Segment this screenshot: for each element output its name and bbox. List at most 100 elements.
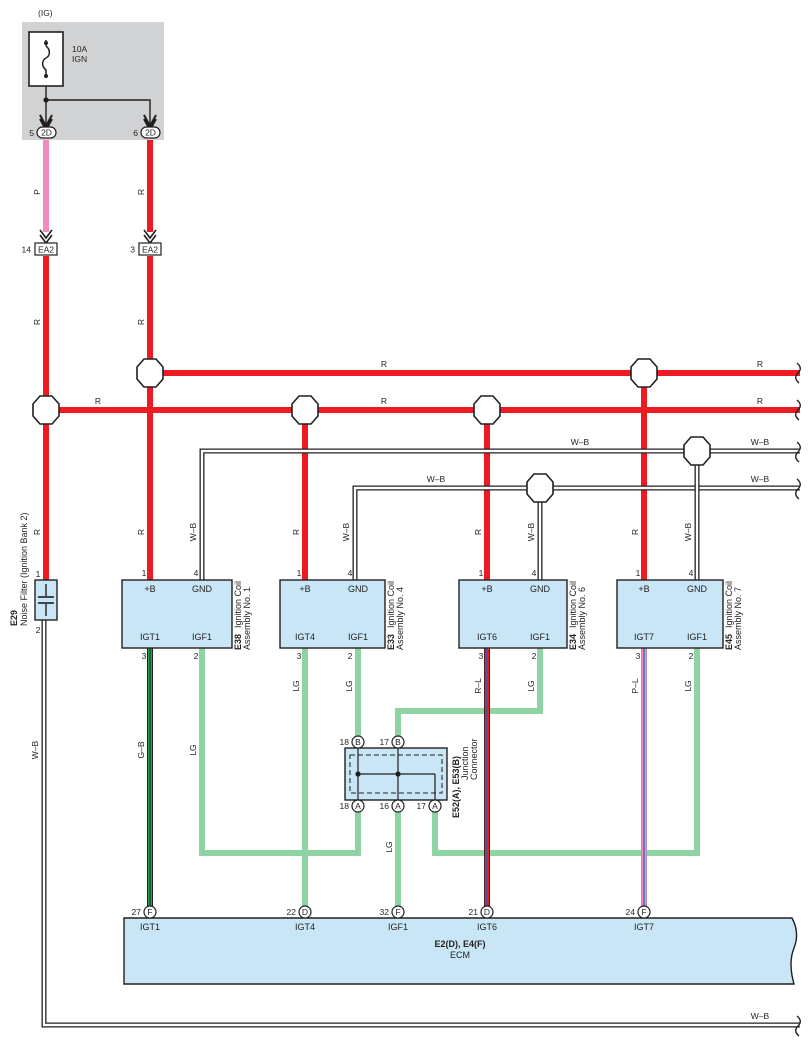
svg-text:Ignition Coil: Ignition Coil	[724, 581, 734, 628]
wire-break-marks	[795, 362, 801, 1037]
wire-r-label: R	[630, 529, 640, 535]
svg-text:IGF1: IGF1	[192, 632, 212, 642]
connector-ea2-a	[34, 242, 58, 256]
svg-text:IGF1: IGF1	[348, 632, 368, 642]
svg-text:E52(A), E53(B): E52(A), E53(B)	[451, 756, 461, 818]
fuse-name-label: IGN	[72, 54, 87, 64]
wire-r-label: R	[381, 359, 387, 369]
wire-r-label: R	[757, 359, 763, 369]
wire-r-label: R	[32, 319, 42, 325]
connector-ea2-a-code: EA2	[38, 245, 54, 255]
svg-text:2: 2	[348, 651, 353, 661]
ignition-coil-e33: +B GND IGT4 IGF1 1 4 3 2 E33 Ignition Co…	[279, 568, 405, 661]
svg-text:17: 17	[380, 737, 390, 747]
wire-wb-label: W–B	[427, 474, 446, 484]
svg-text:3: 3	[142, 651, 147, 661]
svg-text:GND: GND	[192, 584, 213, 594]
ecm-block: E2(D), E4(F) ECM F 27 IGT1 D 22 IGT4 F 3…	[123, 905, 798, 985]
svg-text:A: A	[395, 801, 401, 811]
svg-text:IGT7: IGT7	[634, 632, 654, 642]
svg-text:Junction: Junction	[460, 746, 470, 780]
svg-text:GND: GND	[687, 584, 708, 594]
svg-text:22: 22	[287, 907, 297, 917]
wire-lg-label: LG	[344, 680, 354, 691]
fuse-terminal-top	[44, 41, 48, 45]
svg-text:Ignition Coil: Ignition Coil	[233, 581, 243, 628]
wire-r-label: R	[136, 319, 146, 325]
svg-text:1: 1	[636, 568, 641, 578]
wire-pl-label: P–L	[630, 678, 640, 693]
svg-text:GND: GND	[530, 584, 551, 594]
wire-r-label: R	[95, 396, 101, 406]
svg-text:1: 1	[142, 568, 147, 578]
svg-text:D: D	[484, 907, 490, 917]
wire-lg-label: LG	[291, 680, 301, 691]
wire-p-label: P	[32, 189, 42, 195]
svg-text:IGT6: IGT6	[477, 922, 497, 932]
svg-text:27: 27	[132, 907, 142, 917]
power-source-label: (IG)	[38, 8, 53, 18]
svg-text:16: 16	[380, 801, 390, 811]
wire-r-label: R	[381, 396, 387, 406]
junction-connector: B 18 B 17 A 18 A 16 A 17 E52(A), E53(B) …	[340, 735, 479, 818]
svg-text:1: 1	[297, 568, 302, 578]
svg-text:B: B	[395, 737, 401, 747]
svg-text:IGT6: IGT6	[477, 632, 497, 642]
connector-2d-a	[36, 126, 57, 139]
wire-lg-label: LG	[526, 680, 536, 691]
connector-ea2-b	[138, 242, 162, 256]
svg-text:+B: +B	[299, 584, 310, 594]
svg-text:E34: E34	[568, 634, 578, 650]
ignition-coil-e34: +B GND IGT6 IGF1 1 4 3 2 E34 Ignition Co…	[458, 568, 587, 661]
wire-wb-label: W–B	[188, 522, 198, 541]
svg-text:E38: E38	[233, 634, 243, 650]
wire-wb-group	[41, 448, 800, 1028]
svg-text:IGF1: IGF1	[530, 632, 550, 642]
svg-text:Ignition Coil: Ignition Coil	[386, 581, 396, 628]
svg-text:Assembly No. 4: Assembly No. 4	[395, 587, 405, 650]
noise-filter-pin1: 1	[36, 569, 41, 579]
wire-lg-label: LG	[384, 841, 394, 852]
wire-r-label: R	[291, 529, 301, 535]
fuse-branch-wire	[46, 99, 151, 124]
svg-text:3: 3	[479, 651, 484, 661]
svg-text:18: 18	[340, 737, 350, 747]
connector-2d-a-code: 2D	[41, 128, 52, 138]
svg-text:Assembly No. 6: Assembly No. 6	[577, 587, 587, 650]
svg-text:+B: +B	[144, 584, 155, 594]
wire-r-label: R	[32, 529, 42, 535]
wire-gb-label: G–B	[136, 741, 146, 758]
wire-wb-label: W–B	[30, 740, 40, 759]
svg-text:+B: +B	[481, 584, 492, 594]
wire-wb-label: W–B	[751, 437, 770, 447]
wire-wb-label: W–B	[751, 474, 770, 484]
fuse-terminal-bottom	[44, 74, 48, 78]
svg-text:IGT1: IGT1	[140, 632, 160, 642]
svg-text:Connector: Connector	[469, 738, 479, 780]
svg-text:F: F	[147, 907, 152, 917]
noise-filter-name: Noise Filter (Ignition Bank 2)	[19, 512, 29, 626]
wire-lg-label: LG	[683, 680, 693, 691]
svg-text:E33: E33	[386, 634, 396, 650]
svg-text:4: 4	[348, 568, 353, 578]
svg-text:Assembly No. 1: Assembly No. 1	[242, 587, 252, 650]
connector-2d-b-pin: 6	[133, 128, 138, 138]
svg-text:18: 18	[340, 801, 350, 811]
svg-text:A: A	[355, 801, 361, 811]
svg-text:IGT4: IGT4	[295, 922, 315, 932]
svg-text:4: 4	[532, 568, 537, 578]
svg-text:B: B	[355, 737, 361, 747]
fuse-rating-label: 10A	[72, 44, 87, 54]
svg-text:2: 2	[689, 651, 694, 661]
svg-text:F: F	[395, 907, 400, 917]
wire-wb-label: W–B	[683, 522, 693, 541]
svg-text:2: 2	[194, 651, 199, 661]
wire-wb-label: W–B	[751, 1011, 770, 1021]
wire-wb-label: W–B	[526, 522, 536, 541]
svg-text:2: 2	[532, 651, 537, 661]
wire-lg-group	[199, 648, 700, 906]
svg-text:4: 4	[194, 568, 199, 578]
svg-text:Assembly No. 7: Assembly No. 7	[733, 587, 743, 650]
svg-text:IGF1: IGF1	[687, 632, 707, 642]
svg-text:D: D	[302, 907, 308, 917]
